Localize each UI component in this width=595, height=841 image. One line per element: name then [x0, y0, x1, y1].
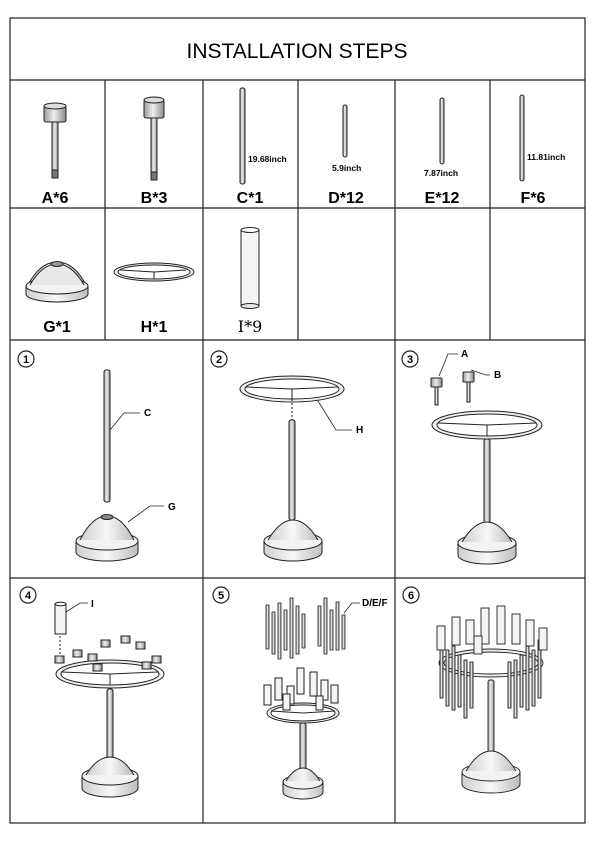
page-title: INSTALLATION STEPS: [187, 40, 408, 63]
grid-lines: [9, 17, 586, 824]
step-3: 3 A B: [401, 349, 543, 565]
part-i-tube-icon: [240, 227, 260, 309]
part-i-label: I*9: [238, 317, 263, 336]
part-g-base-icon: [25, 261, 89, 303]
part-d-label: D*12: [328, 190, 364, 207]
step-4-callout-i: I: [91, 599, 94, 610]
part-a-label: A*6: [42, 190, 69, 207]
step-5-callout-def: D/E/F: [362, 598, 388, 609]
step-1-callout-c: C: [144, 408, 151, 419]
step-1-number: 1: [23, 354, 29, 366]
step-3-callout-b: B: [494, 370, 501, 381]
step-2-callout-h: H: [356, 425, 363, 436]
part-c-label: C*1: [237, 190, 264, 207]
part-f-rod-icon: [519, 94, 525, 182]
part-e-label: E*12: [425, 190, 460, 207]
step-6-number: 6: [408, 590, 414, 602]
part-c-dimension: 19.68inch: [248, 154, 287, 164]
part-h-label: H*1: [141, 319, 168, 336]
step-4: 4: [19, 586, 165, 798]
part-f-dimension: 11.81inch: [527, 152, 565, 162]
step-5: 5: [212, 586, 388, 800]
step-2: 2 H: [210, 350, 363, 562]
step-2-number: 2: [216, 354, 222, 366]
part-f-label: F*6: [521, 190, 546, 207]
step-6: 6: [402, 586, 548, 794]
part-b-cup-icon: [143, 96, 165, 181]
part-g-label: G*1: [43, 319, 71, 336]
part-b-label: B*3: [141, 190, 168, 207]
step-5-number: 5: [218, 590, 224, 602]
step-3-number: 3: [407, 354, 413, 366]
part-h-ring-icon: [113, 262, 195, 282]
part-e-dimension: 7.87inch: [424, 168, 458, 178]
step-1: 1 C G: [17, 350, 176, 562]
part-e-rod-icon: [439, 97, 445, 165]
part-a-cup-icon: [43, 102, 67, 179]
step-3-callout-a: A: [461, 349, 468, 360]
part-d-rod-icon: [342, 104, 348, 158]
part-c-rod-icon: [239, 87, 246, 185]
step-1-callout-g: G: [168, 502, 176, 513]
step-4-number: 4: [25, 590, 32, 602]
part-d-dimension: 5.9inch: [332, 163, 361, 173]
